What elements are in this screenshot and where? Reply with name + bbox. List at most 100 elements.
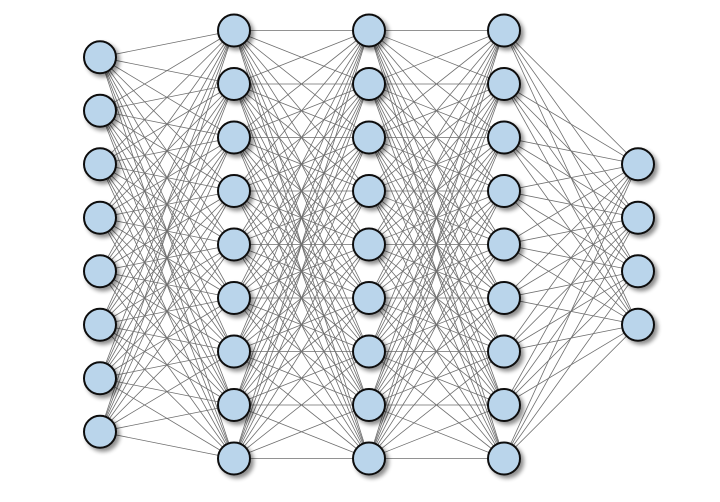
connection-line-l1-4-0 [233,30,370,245]
neuron-node-l3-8 [487,441,521,476]
connection-line-l0-7-5 [99,297,235,433]
neuron-nodes [83,13,655,476]
connection-line-l1-8-5 [233,297,370,459]
connection-line-l3-2-0 [503,137,639,165]
connection-line-l3-5-0 [503,163,639,299]
connection-line-l1-8-4 [233,244,370,459]
neuron-node-l2-1 [352,67,386,101]
connection-line-l3-8-3 [503,324,639,459]
connection-line-l2-8-5 [368,297,505,459]
connection-line-l2-6-0 [368,30,505,352]
connection-line-l2-8-2 [368,137,505,459]
connection-line-l1-8-6 [233,351,370,459]
connection-lines [99,30,639,459]
neuron-node-l1-3 [217,174,251,208]
neuron-node-l1-2 [217,120,251,155]
connection-line-l3-8-0 [503,164,639,459]
connection-line-l2-3-0 [368,30,505,192]
connection-line-l2-7-0 [368,30,505,406]
neuron-node-l4-3 [621,307,655,342]
neuron-node-l3-0 [487,13,521,48]
neuron-node-l2-4 [352,227,386,262]
connection-line-l0-7-6 [99,351,235,433]
connection-line-l3-1-0 [503,83,639,165]
neuron-node-l1-1 [217,67,251,101]
connection-line-l1-5-0 [233,30,370,299]
connection-line-l0-1-0 [99,30,235,112]
neuron-node-l1-4 [217,227,251,262]
neuron-node-l0-0 [83,40,117,75]
connection-line-l3-4-0 [503,163,639,245]
neuron-node-l3-6 [487,334,521,369]
connection-line-l3-6-0 [503,164,639,352]
connection-line-l0-7-3 [99,190,235,432]
connection-line-l1-2-0 [233,30,370,138]
connection-line-l0-7-1 [99,83,235,432]
connection-line-l0-6-0 [99,30,235,379]
connection-line-l2-8-6 [368,351,505,459]
connection-line-l2-4-0 [368,30,505,245]
neuron-node-l0-5 [83,307,117,342]
connection-line-l0-7-2 [99,137,235,432]
connection-line-l2-2-0 [368,30,505,138]
connection-line-l3-8-2 [503,271,639,459]
connection-line-l0-4-0 [99,30,235,272]
connection-line-l0-3-0 [99,30,235,218]
connection-line-l1-3-0 [233,30,370,192]
connection-line-l3-8-1 [503,217,639,459]
neuron-node-l1-5 [217,281,251,315]
neuron-node-l0-4 [83,254,117,289]
neuron-node-l0-1 [83,93,117,128]
neuron-node-l3-1 [487,67,521,101]
neuron-node-l3-2 [487,120,521,155]
connection-line-l2-8-3 [368,190,505,459]
connection-line-l0-5-0 [99,30,235,325]
neuron-node-l0-2 [83,147,117,182]
neuron-node-l2-8 [352,441,386,476]
connection-line-l1-8-3 [233,190,370,459]
connection-line-l0-7-8 [99,431,235,459]
connection-line-l0-2-0 [99,30,235,165]
neuron-node-l2-7 [352,388,386,422]
connection-line-l2-8-0 [368,30,505,459]
connection-line-l0-7-0 [99,30,235,432]
connection-line-l2-8-4 [368,244,505,459]
connection-line-l3-7-0 [503,164,639,406]
neuron-node-l1-0 [217,13,251,48]
neuron-node-l1-6 [217,334,251,369]
connection-line-l2-8-7 [368,404,505,459]
connection-line-l1-7-0 [233,30,370,406]
neuron-node-l3-5 [487,281,521,315]
connection-line-l1-8-2 [233,137,370,459]
connection-line-l1-6-0 [233,30,370,352]
connection-line-l1-8-0 [233,30,370,459]
neuron-node-l2-2 [352,120,386,155]
neuron-node-l0-7 [83,414,117,449]
neuron-node-l1-8 [217,441,251,476]
connection-line-l1-8-7 [233,404,370,459]
connection-line-l0-7-4 [99,244,235,432]
connection-line-l3-0-0 [503,30,639,165]
neuron-node-l4-1 [621,200,655,235]
neuron-node-l1-7 [217,388,251,422]
neuron-node-l2-5 [352,281,386,315]
neuron-node-l0-6 [83,361,117,396]
connection-line-l0-7-7 [99,404,235,433]
connection-line-l3-3-0 [503,163,639,192]
neuron-node-l2-6 [352,334,386,369]
connection-line-l2-8-1 [368,83,505,459]
neuron-node-l2-3 [352,174,386,208]
connection-line-l0-0-0 [99,30,235,58]
neuron-node-l2-0 [352,13,386,48]
neuron-node-l0-3 [83,200,117,235]
connection-line-l2-5-0 [368,30,505,299]
connection-line-l1-1-0 [233,30,370,85]
neuron-node-l4-2 [621,254,655,289]
neuron-node-l3-4 [487,227,521,262]
neuron-node-l3-3 [487,174,521,208]
neuron-node-l4-0 [621,147,655,182]
connection-line-l1-8-1 [233,83,370,459]
neuron-node-l3-7 [487,388,521,422]
connection-line-l2-1-0 [368,30,505,85]
